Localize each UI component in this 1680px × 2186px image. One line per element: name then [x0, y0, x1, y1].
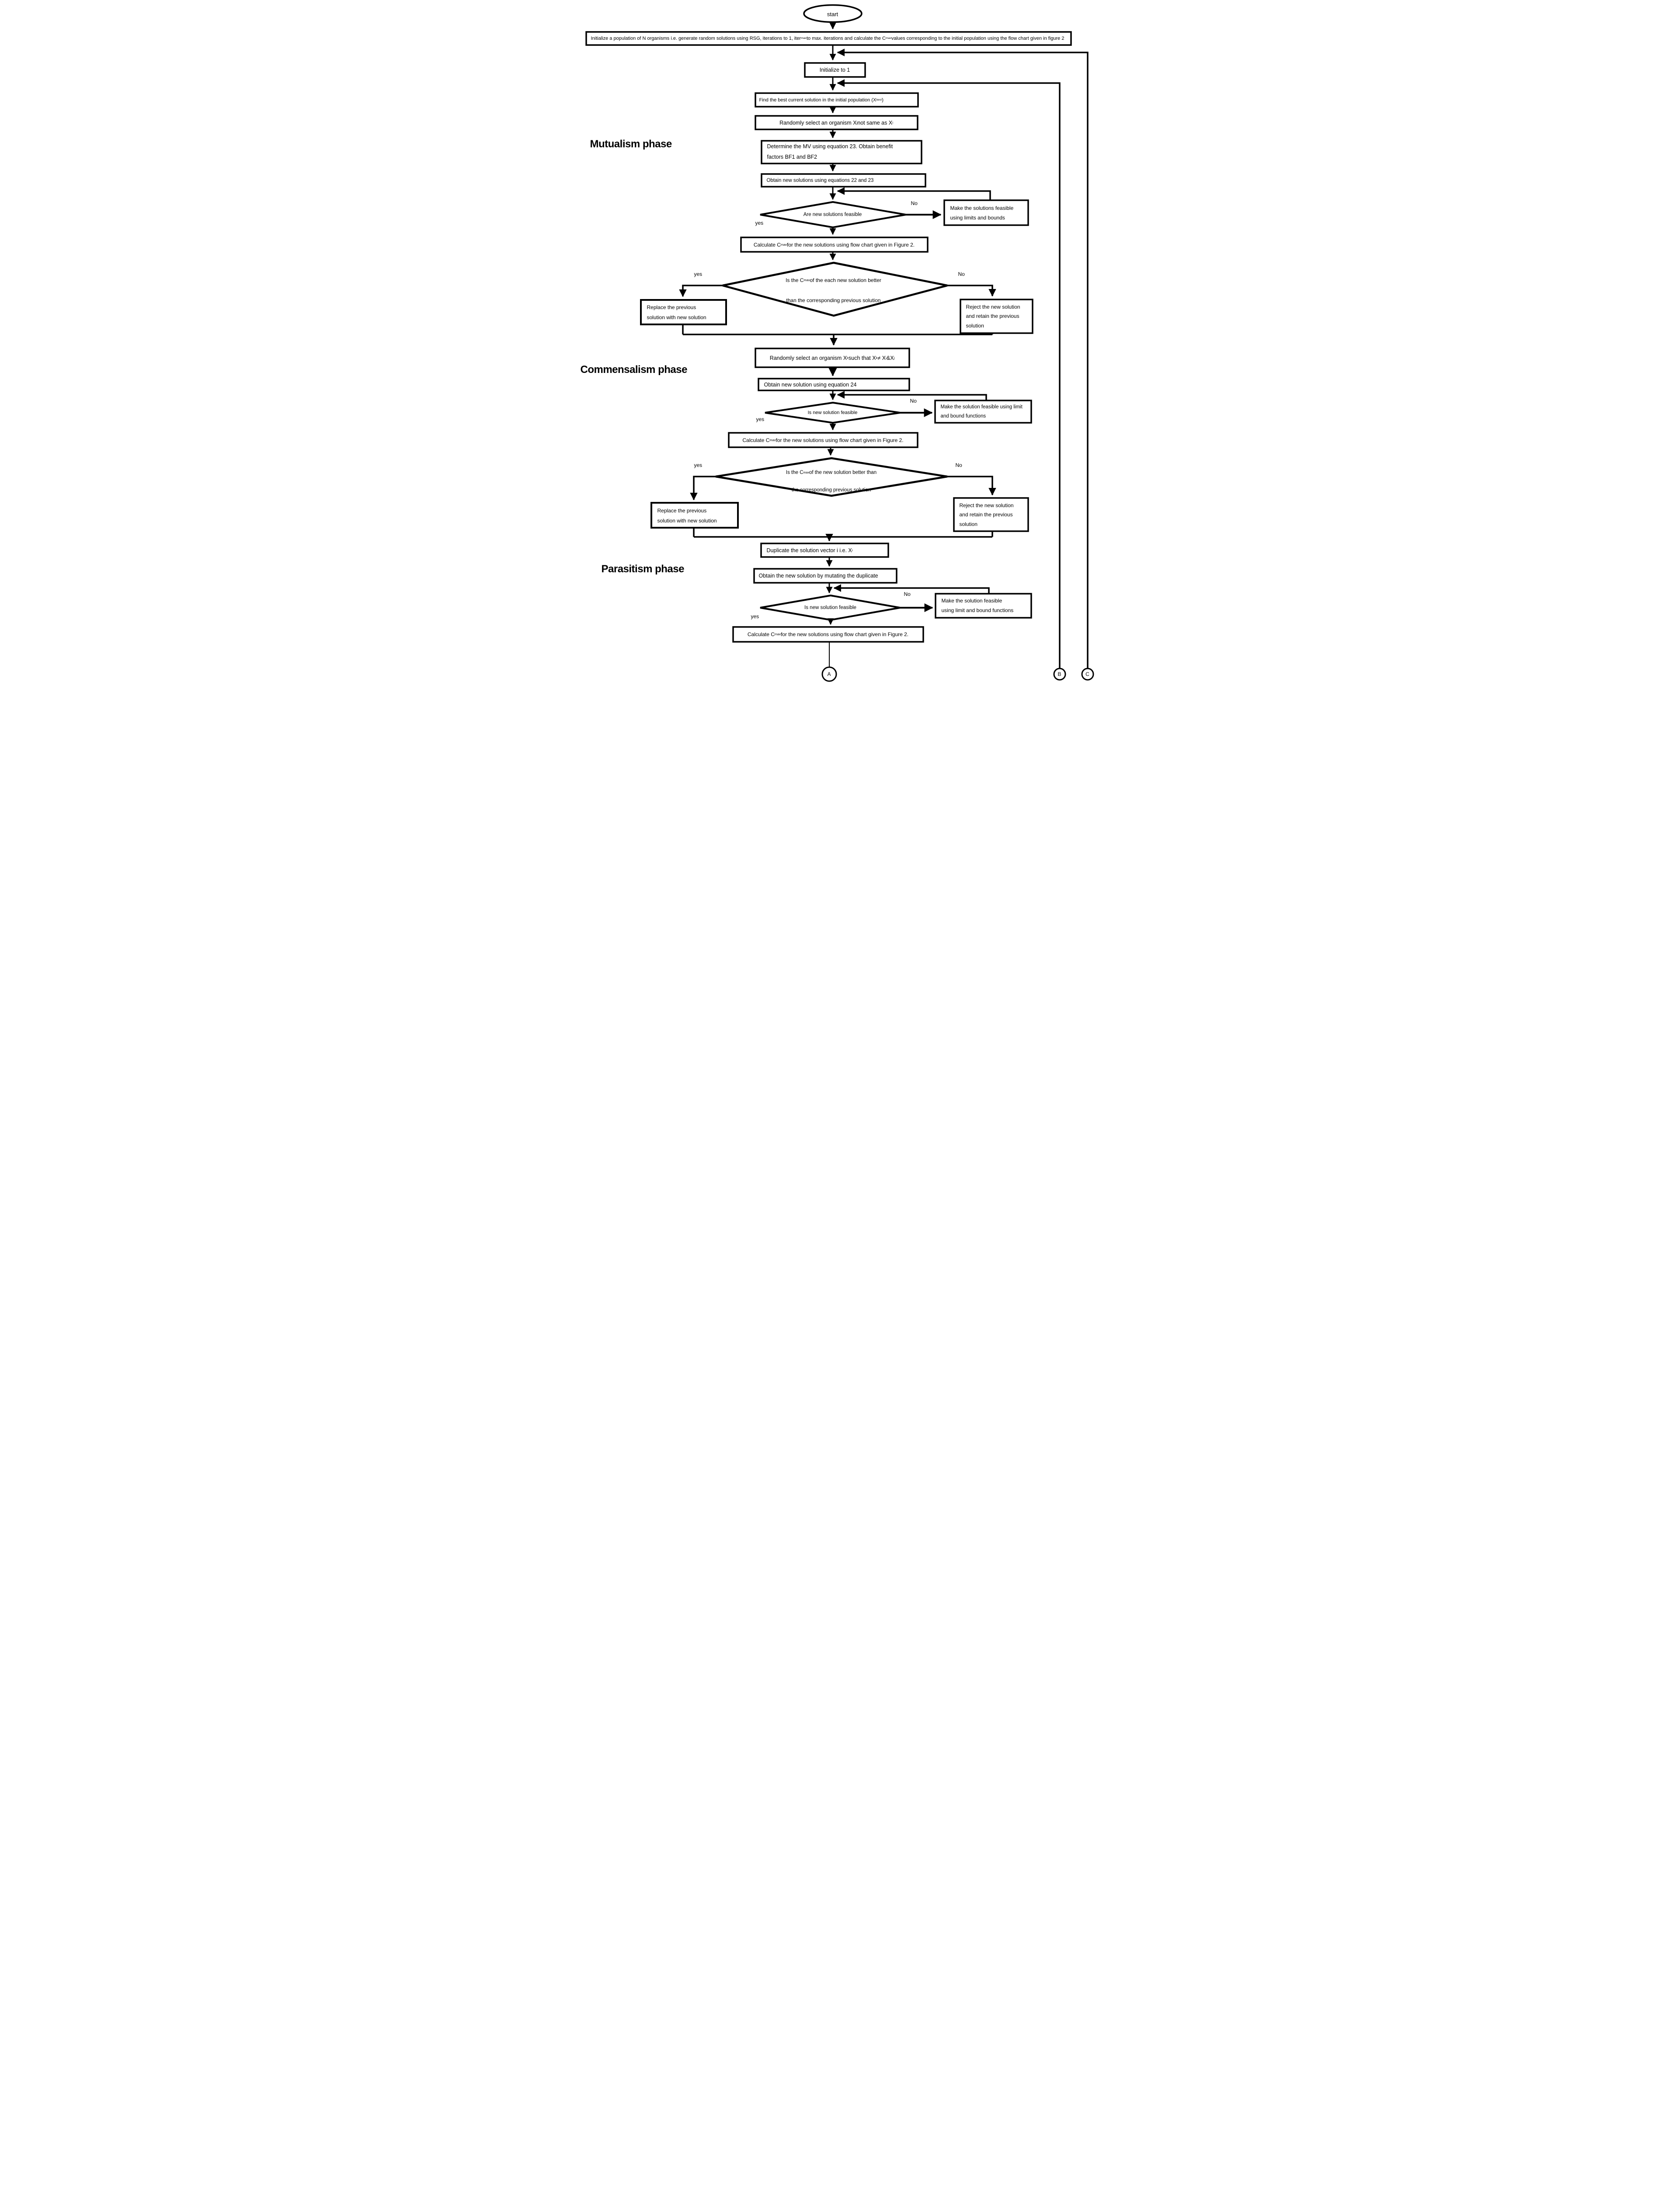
branch-yes-feasible2: yes	[756, 416, 765, 422]
node-initialize-iteration-shape	[803, 62, 866, 78]
node-determine-mv-shape	[760, 140, 922, 164]
decision-cmax-better-each-shape	[722, 261, 948, 317]
edge-merge-1	[682, 324, 993, 345]
node-obtain-by-mutating-shape	[753, 568, 897, 584]
branch-no-feasible3: No	[904, 591, 911, 597]
phase-label-commensalism: Commensalism phase	[580, 364, 688, 376]
edge-connector-b-feedback	[837, 79, 1061, 668]
node-replace-previous-2-shape	[650, 502, 739, 529]
node-reject-new-1-shape	[959, 299, 1033, 334]
node-reject-new-2: Reject the new solution and retain the p…	[959, 502, 1014, 527]
node-obtain-solution-24-shape	[757, 378, 910, 391]
node-make-solution-feasible-3-shape	[934, 593, 1032, 619]
branch-no-feasible2: No	[910, 398, 917, 404]
edge-better1-yes	[678, 285, 723, 297]
node-calculate-cmax-2-shape	[727, 432, 918, 448]
decision-new-solution-feasible-2: Is new solution feasible	[807, 410, 858, 415]
node-initialize-population-shape	[585, 31, 1072, 46]
edge-better1-no	[947, 285, 996, 297]
edge-makefeasible2-loopback	[837, 391, 987, 400]
connector-a-shape	[821, 666, 837, 682]
decision-new-solution-feasible-3: Is new solution feasible	[804, 605, 856, 610]
connector-c-shape	[1081, 668, 1094, 681]
branch-yes-better1: yes	[694, 271, 703, 277]
node-make-solution-feasible-2: Make the solution feasible using limit a…	[940, 404, 1023, 419]
node-replace-previous-2: Replace the previous solution with new s…	[657, 508, 717, 524]
node-reject-new-2-shape	[953, 497, 1029, 532]
phase-label-mutualism: Mutualism phase	[590, 138, 672, 150]
node-select-xj-shape	[754, 115, 918, 130]
node-make-solution-feasible-2-shape	[934, 400, 1032, 424]
node-obtain-solutions-22-23: Obtain new solutions using equations 22 …	[766, 178, 874, 183]
node-replace-previous-1: Replace the previous solution with new s…	[647, 304, 706, 320]
branch-yes-better2: yes	[694, 462, 703, 468]
node-make-solutions-feasible: Make the solutions feasible using limits…	[950, 205, 1014, 221]
branch-no-feasible1: No	[911, 200, 918, 206]
node-calculate-cmax-1-shape	[740, 237, 929, 253]
branch-no-better1: No	[958, 271, 965, 277]
node-find-best: Find the best current solution in the in…	[759, 97, 883, 103]
edge-merge-2	[692, 528, 993, 541]
branch-yes-feasible1: yes	[755, 220, 764, 226]
flowchart-canvas	[585, 4, 1094, 682]
decision-cmax-better-new-shape	[715, 457, 947, 497]
node-determine-mv: Determine the MV using equation 23. Obta…	[767, 143, 893, 160]
node-make-solution-feasible-3: Make the solution feasible using limit a…	[941, 598, 1014, 613]
decision-new-solutions-feasible: Are new solutions feasible	[803, 212, 862, 217]
connector-b-shape	[1053, 668, 1066, 681]
node-obtain-by-mutating: Obtain the new solution by mutating the …	[758, 573, 878, 579]
edge-connector-c-feedback	[837, 49, 1089, 668]
node-initialize-population: Initialize a population of N organisms i…	[591, 36, 1064, 41]
node-find-best-shape	[754, 92, 919, 108]
connector-a-label: A	[827, 671, 831, 677]
node-obtain-solution-24: Obtain new solution using equation 24	[764, 381, 857, 388]
node-make-solutions-feasible-shape	[943, 199, 1029, 226]
edge-better2-yes	[689, 476, 716, 501]
branch-no-better2: No	[955, 462, 962, 468]
edge-better2-no	[947, 476, 996, 496]
node-reject-new-1: Reject the new solution and retain the p…	[966, 303, 1020, 329]
connector-b-label: B	[1057, 671, 1061, 677]
flowchart-page: start Initialize a population of N organ…	[577, 0, 1103, 684]
edge-makefeasible3-loopback	[833, 584, 990, 594]
node-duplicate-vector-shape	[760, 543, 889, 558]
decision-cmax-better-each-line2: than the corresponding previous solution	[786, 297, 881, 303]
node-calculate-cmax-3-shape	[732, 626, 924, 643]
start-terminator-shape	[803, 4, 863, 23]
node-obtain-solutions-22-23-shape	[760, 173, 926, 188]
connector-c-label: C	[1085, 671, 1089, 677]
edge-makefeasible1-loopback	[837, 187, 991, 200]
node-initialize-iteration: Initialize to 1	[819, 67, 850, 73]
phase-label-parasitism: Parasitism phase	[601, 563, 685, 575]
start-label: start	[827, 10, 838, 17]
branch-yes-feasible3: yes	[751, 613, 759, 620]
decision-cmax-better-new-line2: the corresponding previous solution	[791, 487, 871, 493]
